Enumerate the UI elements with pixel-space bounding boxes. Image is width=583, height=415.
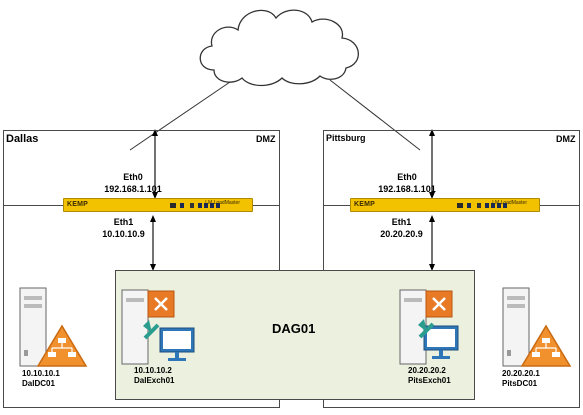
appliance-port-icon — [210, 203, 214, 208]
appliance-model-pittsburg: LM LoadMaster — [492, 200, 527, 206]
site-dallas-box — [3, 130, 280, 408]
dag-label: DAG01 — [272, 321, 316, 336]
appliance-port-icon — [198, 203, 202, 208]
zone-label-dallas: DMZ — [256, 134, 276, 144]
site-pittsburg-box — [323, 130, 580, 408]
network-warning-icon — [520, 324, 572, 367]
dallas-exch-name: DalExch01 — [134, 376, 175, 385]
dallas-dc-name: DalDC01 — [22, 379, 55, 388]
kemp-logo-pittsburg: KEMP — [354, 201, 376, 208]
pittsburg-exch-label: 20.20.20.2 PitsExch01 — [408, 366, 451, 386]
dallas-eth1-label: Eth1 10.10.10.9 — [96, 216, 151, 240]
pittsburg-dc-ip: 20.20.20.1 — [502, 369, 540, 378]
dallas-eth0-label: Eth0 192.168.1.101 — [98, 171, 168, 195]
dallas-dc-label: 10.10.10.1 DalDC01 — [22, 369, 60, 389]
zone-label-pittsburg: DMZ — [556, 134, 576, 144]
pittsburg-eth1-name: Eth1 — [391, 217, 412, 227]
appliance-port-icon — [190, 203, 194, 208]
appliance-port-icon — [477, 203, 481, 208]
dallas-eth1-ip: 10.10.10.9 — [102, 229, 145, 239]
appliance-switch-icon — [457, 203, 463, 208]
appliance-model-dallas: LM LoadMaster — [205, 200, 240, 206]
pittsburg-exch-ip: 20.20.20.2 — [408, 366, 446, 375]
appliance-port-icon — [497, 203, 501, 208]
pittsburg-dc-name: PitsDC01 — [502, 379, 538, 388]
dallas-eth1-name: Eth1 — [113, 217, 134, 227]
appliance-port-icon — [485, 203, 489, 208]
site-name-pittsburg: Pittsburg — [326, 133, 366, 143]
load-balancer-icon-dallas: KEMP LM LoadMaster — [63, 198, 253, 212]
appliance-port-icon — [216, 203, 220, 208]
dallas-dc-ip: 10.10.10.1 — [22, 369, 60, 378]
link-cloud-pittsburg — [329, 79, 421, 151]
appliance-port-icon — [204, 203, 208, 208]
pittsburg-dc-label: 20.20.20.1 PitsDC01 — [502, 369, 540, 389]
pittsburg-exch-name: PitsExch01 — [408, 376, 451, 385]
pittsburg-eth1-ip: 20.20.20.9 — [380, 229, 423, 239]
exchange-server-icon — [399, 289, 459, 365]
appliance-port-icon — [503, 203, 507, 208]
link-cloud-dallas — [129, 81, 231, 151]
site-name-dallas: Dallas — [6, 133, 39, 145]
pittsburg-eth0-name: Eth0 — [397, 172, 417, 182]
appliance-port-icon — [180, 203, 184, 208]
server-tower-icon — [19, 287, 47, 367]
pittsburg-eth0-label: Eth0 192.168.1.101 — [372, 171, 442, 195]
network-warning-icon — [36, 324, 88, 367]
kemp-logo-dallas: KEMP — [67, 201, 89, 208]
dallas-exch-ip: 10.10.10.2 — [134, 366, 172, 375]
appliance-switch-icon — [170, 203, 176, 208]
pittsburg-eth1-label: Eth1 20.20.20.9 — [374, 216, 429, 240]
dallas-eth0-name: Eth0 — [123, 172, 143, 182]
server-tower-icon — [502, 287, 530, 367]
exchange-server-icon — [121, 289, 195, 365]
dallas-eth0-ip: 192.168.1.101 — [104, 184, 162, 194]
cloud-icon — [199, 9, 359, 87]
pittsburg-eth0-ip: 192.168.1.101 — [378, 184, 436, 194]
appliance-port-icon — [491, 203, 495, 208]
dallas-exch-label: 10.10.10.2 DalExch01 — [134, 366, 174, 386]
appliance-port-icon — [467, 203, 471, 208]
load-balancer-icon-pittsburg: KEMP LM LoadMaster — [350, 198, 540, 212]
